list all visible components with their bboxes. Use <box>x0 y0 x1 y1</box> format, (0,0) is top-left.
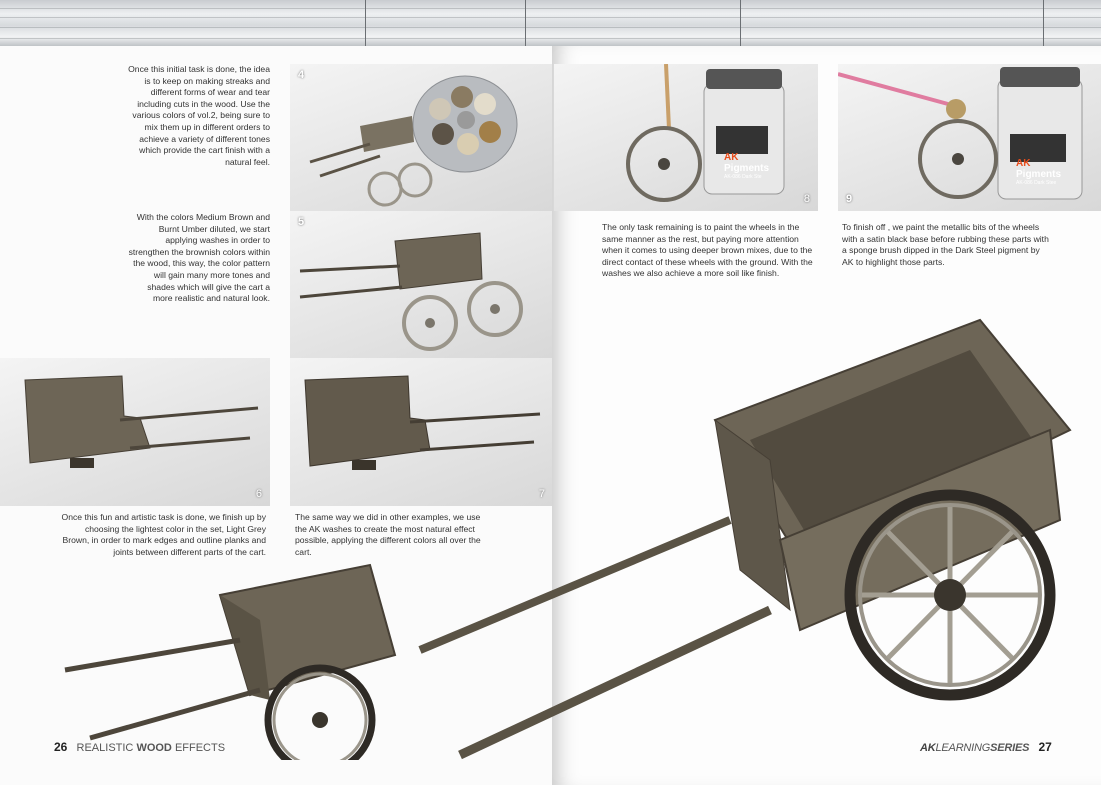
finished-cart-large-image <box>418 318 1072 760</box>
cart-side-view-image <box>24 375 259 468</box>
left-page-footer: 26 REALISTIC WOOD EFFECTS <box>54 740 225 754</box>
photo-step-7: 7 <box>290 358 553 506</box>
step-text-light-grey-brown: Once this fun and artistic task is done,… <box>61 512 266 557</box>
jar-brand: AK <box>724 152 739 163</box>
cart-parts-and-palette-image <box>309 75 518 207</box>
title-bold: WOOD <box>136 742 172 754</box>
step-text-washes: With the colors Medium Brown and Burnt U… <box>128 212 270 304</box>
series-ak: AK <box>920 742 936 754</box>
photo-number: 8 <box>803 193 810 205</box>
title-prefix: REALISTIC <box>76 742 137 754</box>
photo-step-6: 6 <box>0 358 270 506</box>
step-text-ak-washes: The same way we did in other examples, w… <box>295 512 481 557</box>
jar-label: AK Pigments AK-086 Dark Stee <box>1016 158 1061 186</box>
wood-header-strip <box>0 0 1101 47</box>
photo-number: 6 <box>255 488 262 500</box>
step-text-wear: Once this initial task is done, the idea… <box>128 64 270 167</box>
jar-brand: AK <box>1016 158 1031 169</box>
photo-step-5: 5 <box>290 211 553 358</box>
jar-product: Pigments <box>1016 169 1062 180</box>
photo-number: 4 <box>298 69 305 81</box>
right-page-footer: AKLEARNINGSERIES 27 <box>920 740 1052 754</box>
dark-steel-pigment-image <box>838 67 1083 200</box>
photo-number: 7 <box>538 488 545 500</box>
painting-wheel-image <box>626 64 785 202</box>
series-suffix: SERIES <box>990 742 1030 754</box>
photo-number: 9 <box>846 193 853 205</box>
photo-number: 5 <box>298 216 305 228</box>
step-text-metallic: To finish off , we paint the metallic bi… <box>842 222 1049 267</box>
title-suffix: EFFECTS <box>171 742 226 754</box>
finished-cart-small-image <box>64 563 397 760</box>
jar-code: AK-086 Dark Ste <box>724 174 762 180</box>
cart-with-wheels-image <box>299 232 523 351</box>
jar-code: AK-086 Dark Stee <box>1016 180 1057 186</box>
photo-step-9: 9 AK Pigments AK-086 Dark Stee <box>838 64 1101 211</box>
step-text-wheels: The only task remaining is to paint the … <box>602 222 813 279</box>
series-learning: LEARNING <box>935 742 991 754</box>
jar-label: AK Pigments AK-086 Dark Ste <box>724 152 769 180</box>
photo-step-4: 4 <box>290 64 553 211</box>
page-number: 27 <box>1038 740 1052 754</box>
page-number: 26 <box>54 740 68 754</box>
jar-product: Pigments <box>724 163 770 174</box>
photo-step-8: 8 AK Pigments AK-086 Dark Ste <box>554 64 818 211</box>
cart-washed-image <box>304 375 541 470</box>
